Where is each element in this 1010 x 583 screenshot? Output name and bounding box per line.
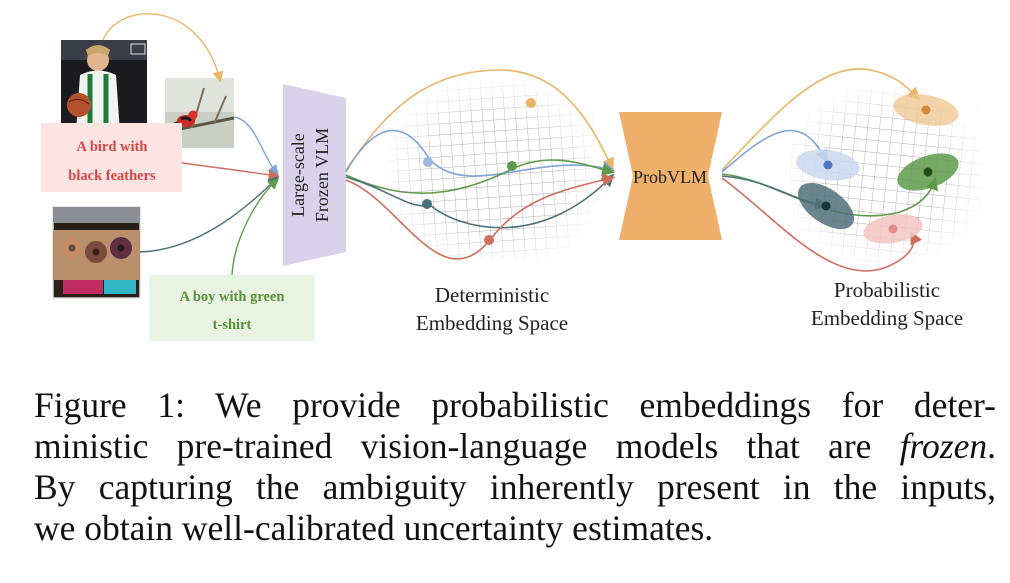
caption-line-2: ministic pre-trained vision-language mod… (34, 426, 996, 467)
vlm-label-line2: Frozen VLM (312, 128, 332, 222)
mean-orange (921, 105, 931, 115)
probabilistic-label-line2: Embedding Space (811, 306, 963, 330)
input-arrows (102, 13, 280, 276)
point-green (507, 161, 517, 171)
caption-line-3: By capturing the ambiguity inherently pr… (34, 467, 996, 507)
mean-green (923, 167, 933, 177)
point-blue (423, 157, 433, 167)
frozen-vlm-block: Large-scale Frozen VLM (283, 84, 346, 266)
photo-basketball-player (61, 40, 147, 132)
deterministic-points (422, 98, 536, 245)
caption-line-2-end: . (987, 426, 996, 466)
figure-caption: Figure 1: We provide probabilistic embed… (34, 385, 996, 549)
deterministic-paths (345, 69, 616, 260)
bird-caption-line2: black feathers (68, 168, 156, 184)
mean-red (888, 224, 898, 234)
caption-emphasis: frozen (899, 426, 988, 466)
vlm-label-line1: Large-scale (288, 133, 308, 217)
text-input-bird: A bird with black feathers (41, 123, 182, 192)
boy-caption-line2: t-shirt (213, 317, 252, 333)
point-orange (526, 98, 536, 108)
text-input-boy: A boy with green t-shirt (149, 275, 315, 341)
probabilistic-distributions (796, 94, 959, 244)
deterministic-label-line2: Embedding Space (416, 311, 568, 335)
caption-line-4: we obtain well-calibrated uncertainty es… (34, 508, 714, 548)
probvlm-label: ProbVLM (633, 167, 707, 187)
probabilistic-label-line1: Probabilistic (834, 278, 940, 302)
caption-line-2-text: ministic pre-trained vision-language mod… (34, 426, 900, 466)
point-teal (422, 199, 432, 209)
mean-blue (823, 160, 833, 170)
boy-caption-line1: A boy with green (180, 289, 285, 305)
probvlm-block: ProbVLM (619, 112, 722, 240)
photo-donuts (52, 206, 141, 299)
point-red (484, 235, 494, 245)
deterministic-label-line1: Deterministic (435, 283, 549, 307)
pipeline-diagram: A bird with black feathers A boy with gr… (41, 13, 982, 341)
mean-teal (821, 201, 831, 211)
caption-line-1: Figure 1: We provide probabilistic embed… (34, 385, 996, 425)
bird-caption-line1: A bird with (77, 139, 148, 155)
